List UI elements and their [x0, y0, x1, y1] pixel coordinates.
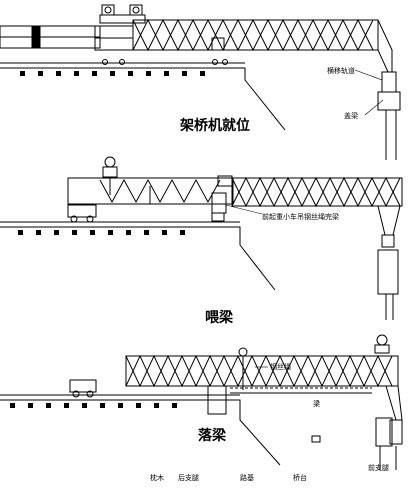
label-front-crane-note: 前起重小车吊钢丝绳完梁 — [262, 212, 339, 221]
label-wire-rope: 钢丝绳 — [270, 362, 291, 371]
panel-three-diagram — [0, 334, 403, 470]
transport-cart — [67, 204, 97, 218]
title-lowering: 落梁 — [198, 427, 227, 444]
main-truss-2 — [231, 177, 403, 207]
pier-cap — [377, 91, 401, 111]
label-sleepers: 枕木 — [150, 473, 164, 482]
sleepers — [20, 71, 205, 76]
embankment-slope — [225, 67, 286, 131]
rear-crane-cart — [104, 156, 116, 168]
label-beam: 梁 — [313, 399, 320, 408]
crane-trolley-front — [376, 334, 388, 346]
main-truss — [132, 19, 379, 51]
crane-trolley-rear — [238, 347, 248, 357]
title-feeding: 喂梁 — [205, 309, 234, 326]
label-front-leg: 前支腿 — [368, 463, 389, 472]
title-positioning: 架桥机就位 — [179, 117, 250, 134]
abutment-marker — [311, 435, 321, 443]
panel-one-diagram — [0, 4, 401, 160]
label-rear-leg: 后支腿 — [178, 473, 199, 482]
embankment-slope-2 — [205, 226, 276, 291]
front-leg — [377, 19, 393, 72]
label-pier-cap: 盖梁 — [344, 111, 358, 120]
front-leg-2 — [377, 205, 386, 236]
front-leg-3 — [385, 385, 397, 421]
label-transverse-track: 横移轨道 — [327, 66, 355, 75]
rear-cart-3 — [69, 379, 97, 393]
label-roadbed: 路基 — [240, 473, 254, 482]
main-truss-3 — [125, 355, 399, 387]
label-abutment: 桥台 — [293, 473, 307, 482]
panel-two-diagram — [0, 156, 403, 320]
transverse-track-box — [381, 71, 397, 93]
